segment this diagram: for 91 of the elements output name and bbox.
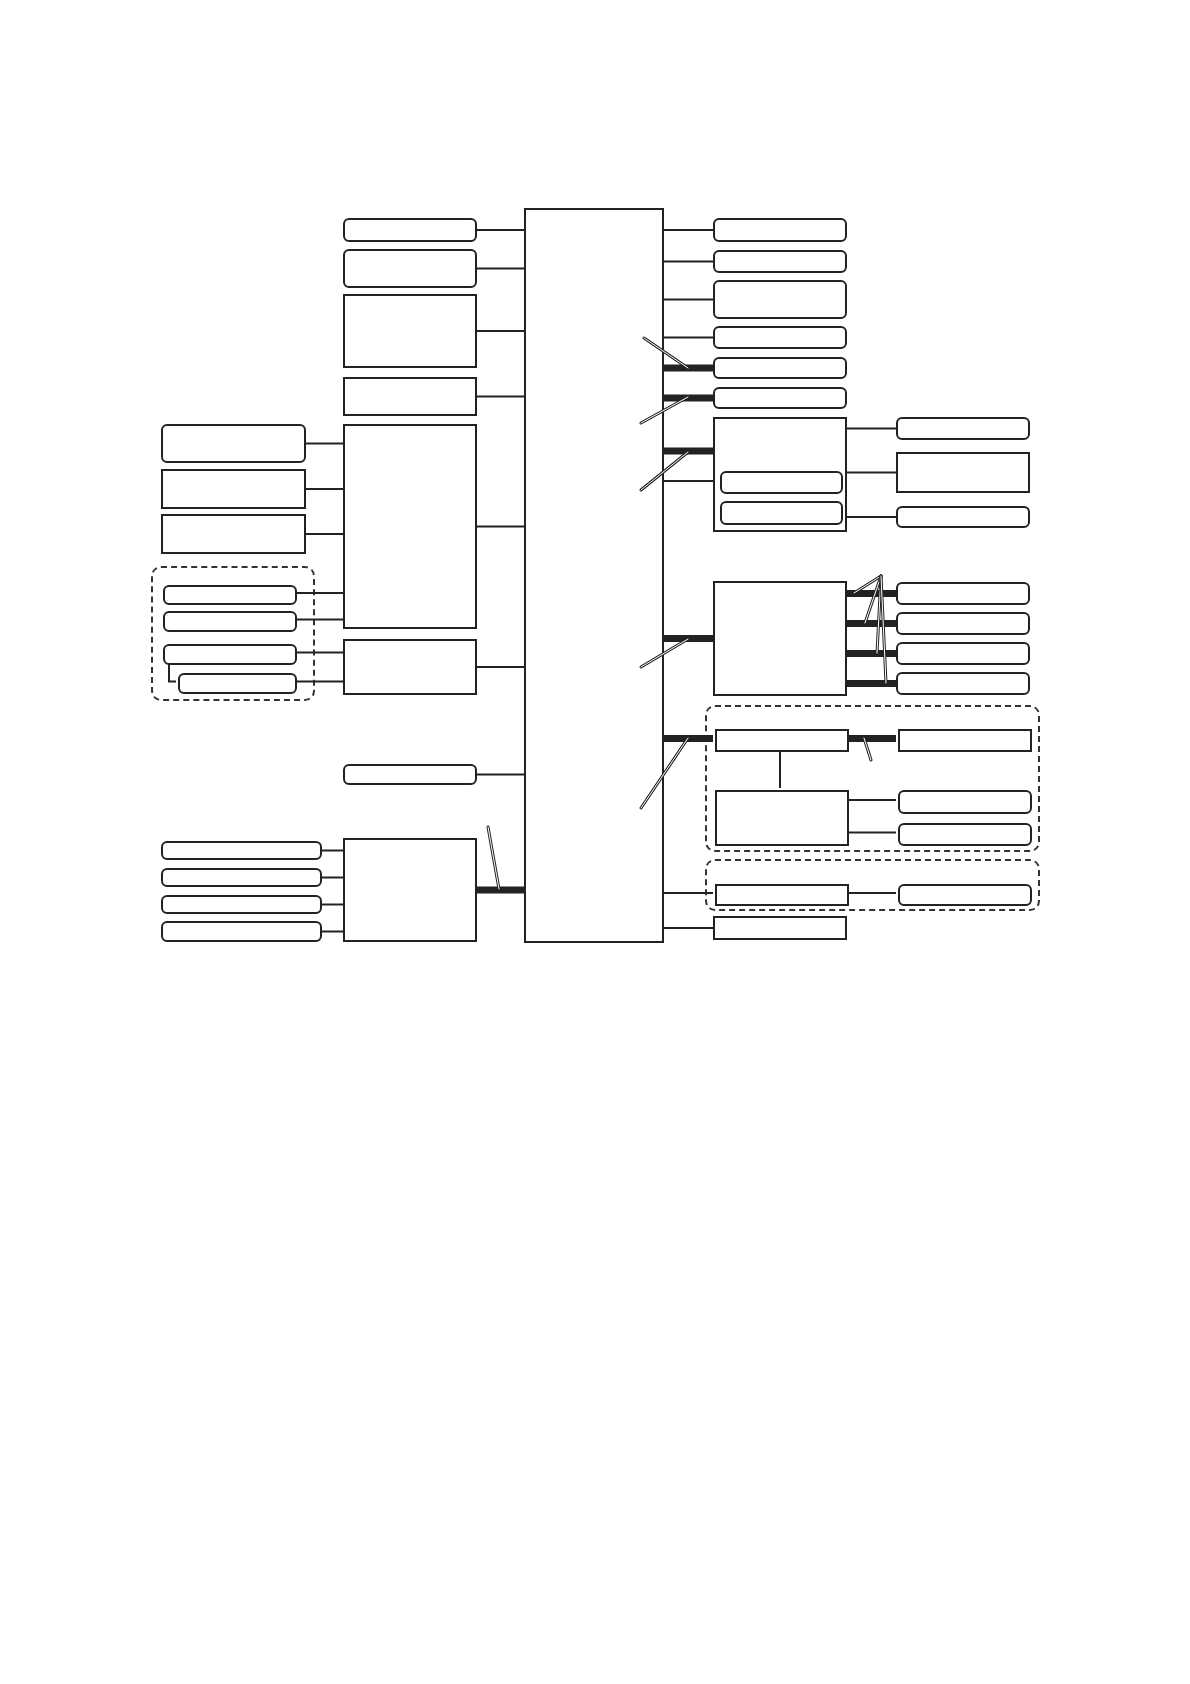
dashed-frame [705, 859, 1040, 911]
connector-line [321, 903, 344, 906]
connector-line [663, 927, 714, 929]
connector-line [294, 592, 344, 594]
rounded-block [163, 611, 297, 632]
connector-line [476, 229, 525, 231]
block [715, 790, 849, 846]
connector-line [663, 229, 714, 231]
block [161, 469, 306, 509]
rounded-block [161, 921, 322, 942]
connector-line [846, 427, 897, 430]
leader-line [639, 395, 690, 425]
leader-line [875, 574, 883, 655]
rounded-block [896, 642, 1030, 665]
block [898, 729, 1032, 752]
rounded-block [896, 506, 1030, 528]
connector-line [321, 849, 344, 852]
rounded-block [343, 249, 477, 288]
connector-line [846, 471, 897, 474]
leader-line [639, 736, 690, 810]
rounded-block [713, 357, 847, 379]
leader-line [642, 336, 690, 370]
block [524, 208, 664, 943]
block [713, 581, 847, 696]
rounded-block [163, 585, 297, 605]
rounded-block [898, 790, 1032, 814]
rounded-block [896, 612, 1030, 635]
rounded-block [898, 884, 1032, 906]
connector-line [476, 525, 525, 528]
rounded-block [178, 673, 297, 694]
rounded-block [163, 644, 297, 665]
connector-line [663, 260, 714, 263]
block [896, 452, 1030, 493]
rounded-block [161, 895, 322, 914]
connector-line [846, 831, 897, 834]
dashed-frame [151, 566, 315, 701]
leader-line [639, 450, 690, 492]
connector-line [779, 749, 781, 789]
connector-line [305, 533, 344, 535]
rounded-block [896, 417, 1030, 440]
leader-line [486, 825, 501, 891]
rounded-block [720, 471, 843, 494]
dashed-frame [705, 705, 1040, 852]
block [343, 377, 477, 416]
rounded-block [713, 326, 847, 349]
connector-line [294, 618, 344, 621]
rounded-block [161, 868, 322, 887]
connector-line [294, 680, 344, 683]
connector-line [321, 876, 344, 879]
leader-line [639, 637, 690, 669]
block [343, 294, 477, 368]
leader-line [879, 574, 888, 685]
rounded-block [896, 672, 1030, 695]
rounded-block [713, 218, 847, 242]
rounded-block [713, 387, 847, 409]
connector-line [846, 892, 897, 894]
connector-line [663, 298, 714, 301]
connector-line [476, 773, 525, 776]
leader-line [862, 736, 873, 762]
rounded-block [896, 582, 1030, 605]
connector-line [476, 395, 525, 398]
connector-line [476, 666, 525, 668]
connector-line [476, 330, 525, 332]
rounded-block [713, 250, 847, 273]
block [715, 884, 849, 906]
block [343, 838, 477, 942]
rounded-block [713, 280, 847, 319]
connector-line [663, 336, 714, 339]
rounded-block [720, 501, 843, 525]
block [161, 514, 306, 554]
block [713, 916, 847, 940]
rounded-block [898, 823, 1032, 846]
connector-line [168, 662, 177, 683]
connector-line [321, 930, 344, 933]
block [343, 639, 477, 695]
connector-line [294, 651, 344, 654]
connector-line [305, 488, 344, 490]
connector-line [846, 516, 897, 518]
connector-line [846, 799, 897, 801]
connector-line [663, 892, 714, 894]
connector-line [305, 442, 344, 445]
block [713, 417, 847, 532]
rounded-block [161, 841, 322, 860]
block [715, 729, 849, 752]
rounded-block [343, 764, 477, 785]
connector-line [663, 480, 714, 482]
leader-line [852, 574, 883, 595]
rounded-block [343, 218, 477, 242]
connector-line [476, 267, 525, 270]
block [343, 424, 477, 629]
rounded-block [161, 424, 306, 463]
